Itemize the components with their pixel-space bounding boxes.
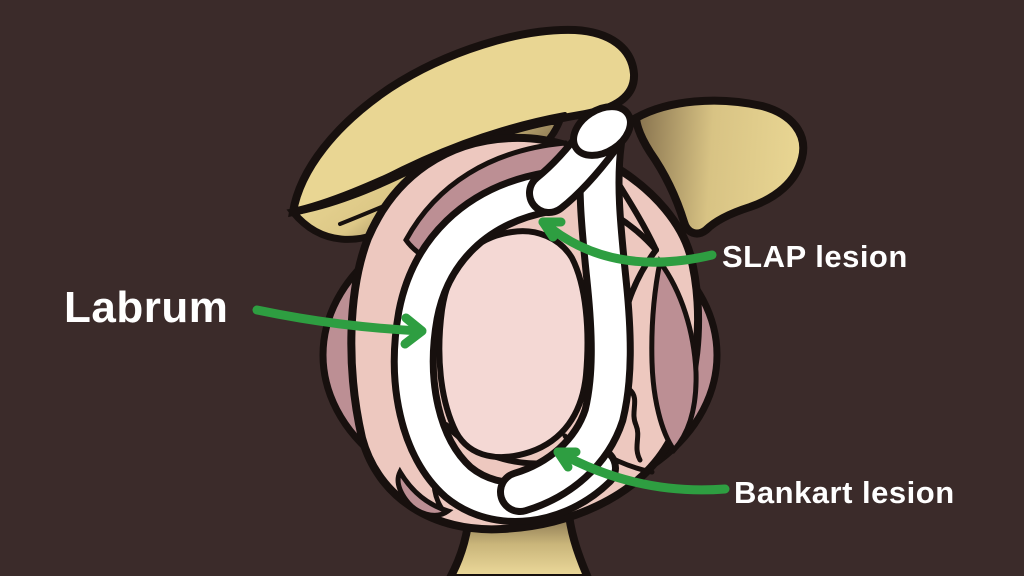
glenohumeral-ligament-band — [649, 255, 699, 454]
slap-arrow — [538, 217, 717, 267]
labrum-arrow — [252, 305, 427, 349]
acromion-crease — [348, 112, 567, 198]
acromion-body — [288, 25, 638, 218]
label-slap-lesion: SLAP lesion — [722, 239, 908, 274]
coracoid-bone — [631, 96, 808, 238]
bankart-arrow — [553, 447, 730, 495]
annotation-arrows — [252, 217, 730, 495]
label-labrum: Labrum — [64, 283, 229, 332]
biceps-tendon-cut-end — [570, 103, 634, 159]
label-bankart-lesion: Bankart lesion — [734, 475, 955, 510]
